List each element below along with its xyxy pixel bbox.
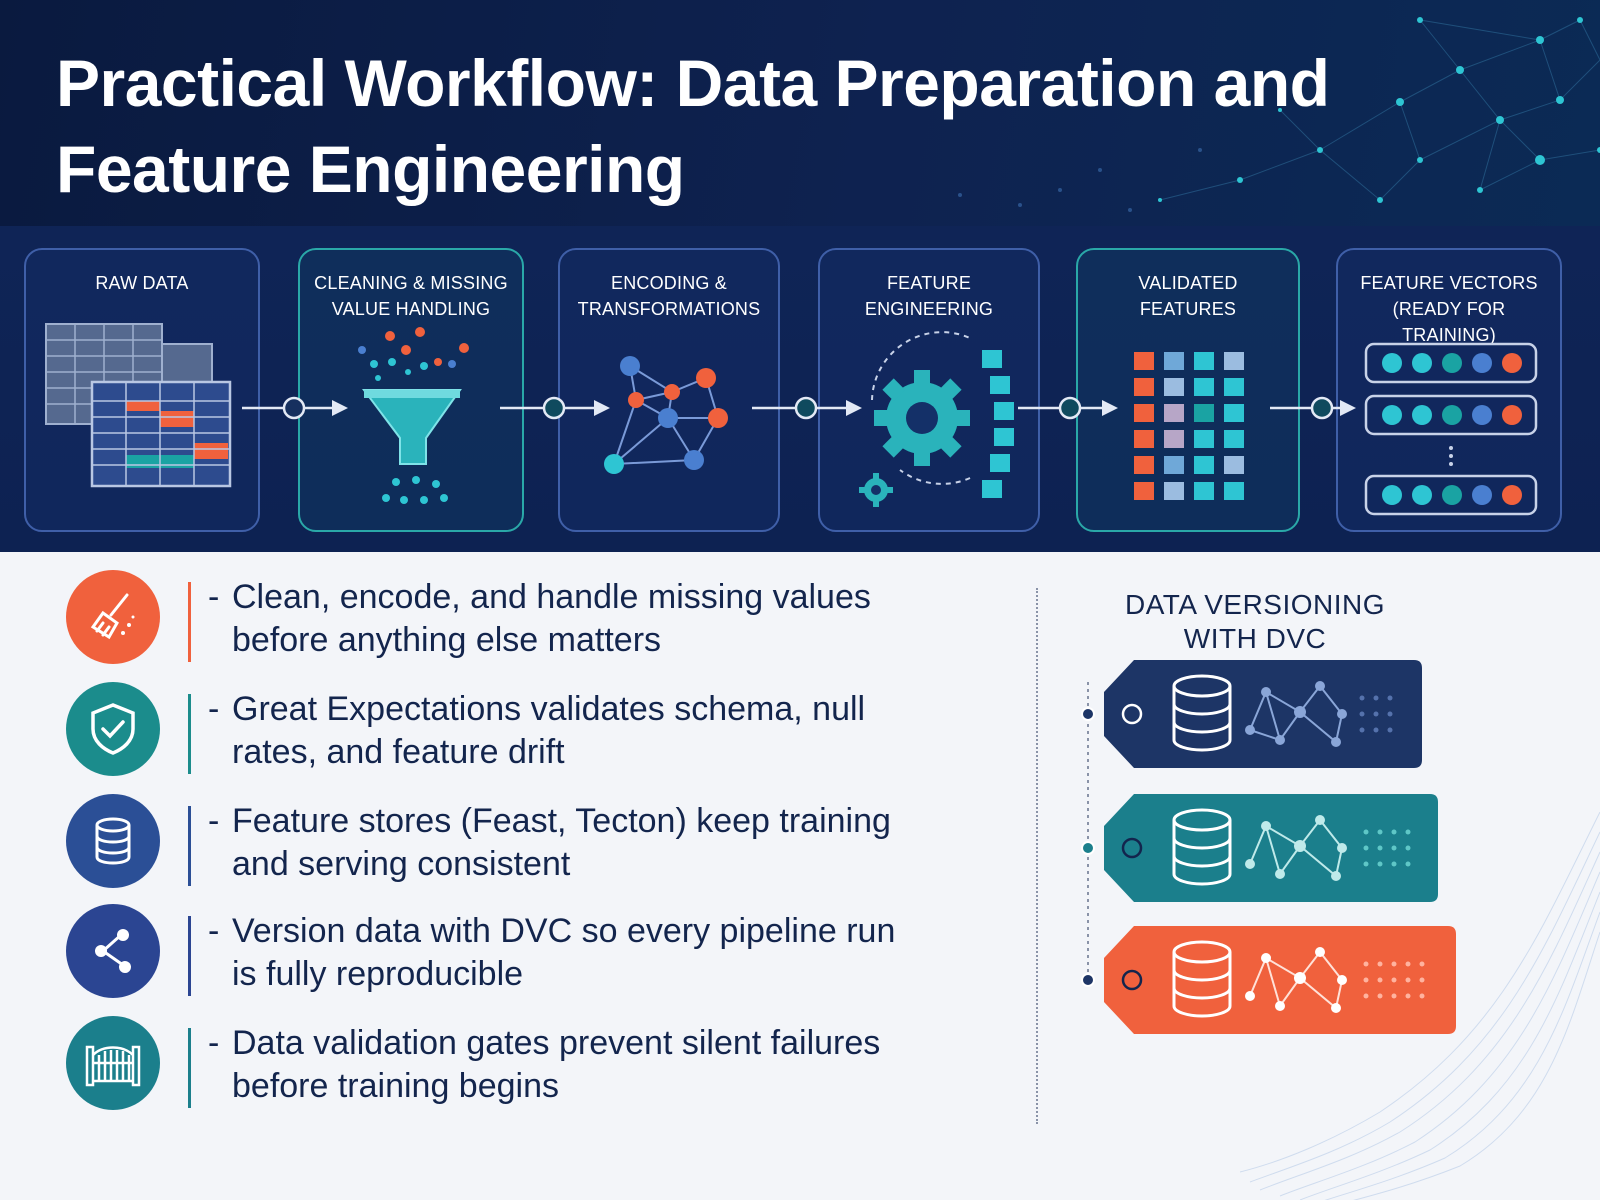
stage-label: FEATURE VECTORS(READY FOR TRAINING) (1360, 273, 1538, 345)
bottom-section: -Clean, encode, and handle missing value… (0, 552, 1600, 1200)
version-tag (1081, 926, 1456, 1034)
stage-feature-vectors: FEATURE VECTORS(READY FOR TRAINING) (1336, 248, 1562, 532)
graph-network-icon (604, 356, 728, 474)
gear-icon (859, 331, 1014, 507)
stage-label: ENCODING &TRANSFORMATIONS (577, 273, 761, 319)
stage-raw-data: RAW DATA (24, 248, 260, 532)
stage-label: RAW DATA (95, 273, 189, 293)
bullet-text: -Version data with DVC so every pipeline… (208, 912, 896, 993)
dvc-version-tags (1081, 660, 1456, 1034)
feature-grid-icon (1134, 352, 1244, 500)
stage-encoding: ENCODING &TRANSFORMATIONS (558, 248, 780, 532)
bullet-bar (188, 806, 191, 886)
bullet-bar (188, 694, 191, 774)
share-icon (66, 904, 160, 998)
bullet-item: -Great Expectations validates schema, nu… (66, 682, 966, 778)
bullet-text: -Data validation gates prevent silent fa… (208, 1024, 881, 1105)
feature-vectors-icon (1364, 342, 1538, 516)
bullet-item: -Clean, encode, and handle missing value… (66, 570, 966, 666)
database-icon (1172, 940, 1232, 1018)
bullet-text: -Great Expectations validates schema, nu… (208, 690, 866, 771)
pipeline-diagram: RAW DATA (0, 226, 1600, 552)
version-tag (1081, 660, 1422, 768)
bullet-item: -Data validation gates prevent silent fa… (66, 1016, 966, 1112)
bullet-bar (188, 582, 191, 662)
database-icon (1172, 808, 1232, 886)
page-title: Practical Workflow: Data Preparation and… (56, 46, 1330, 206)
bullet-item: -Version data with DVC so every pipeline… (66, 904, 966, 1000)
network-background-icon (958, 17, 1600, 212)
stage-label: FEATURE ENGINEERING (864, 273, 994, 319)
bullet-item: -Feature stores (Feast, Tecton) keep tra… (66, 794, 966, 890)
version-tag (1081, 794, 1438, 902)
gate-icon (66, 1016, 160, 1110)
database-icon (1172, 674, 1232, 752)
bullet-bar (188, 1028, 191, 1108)
wave-pattern-icon (1240, 812, 1600, 1200)
broom-icon (66, 570, 160, 664)
header-banner: Practical Workflow: Data Preparation and… (0, 0, 1600, 226)
shield-check-icon (66, 682, 160, 776)
pipeline-connectors (242, 396, 1356, 420)
spreadsheet-icon (45, 323, 232, 488)
section-divider (1036, 588, 1038, 1124)
stage-feature-engineering: FEATURE ENGINEERING (818, 248, 1040, 532)
database-icon (66, 794, 160, 888)
bullet-text: -Clean, encode, and handle missing value… (208, 578, 871, 659)
bullet-text: -Feature stores (Feast, Tecton) keep tra… (208, 802, 891, 883)
funnel-icon (358, 327, 469, 504)
bullet-bar (188, 916, 191, 996)
